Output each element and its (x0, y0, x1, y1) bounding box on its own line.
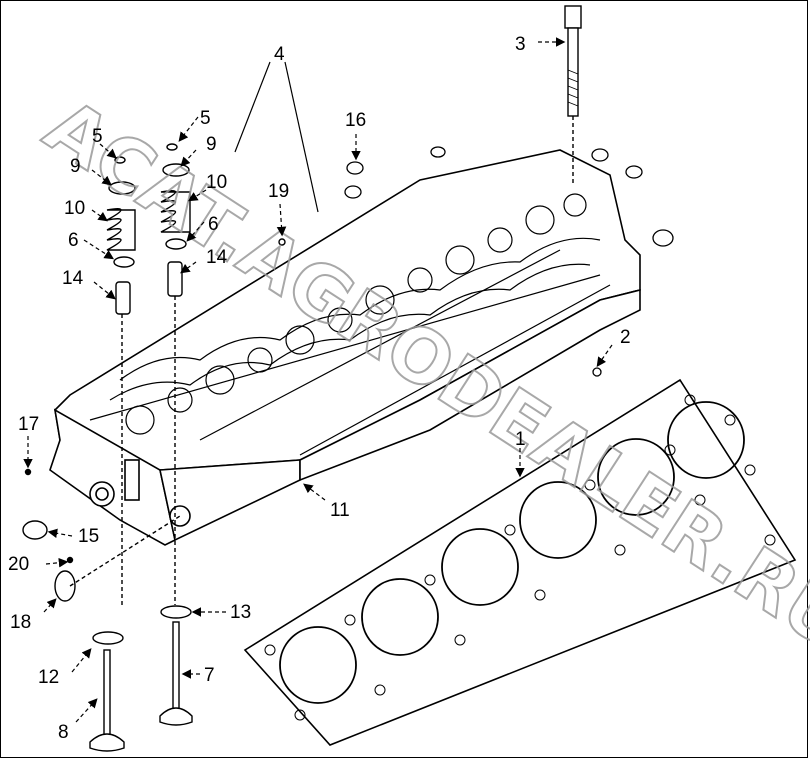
callout-11: 11 (330, 500, 350, 521)
callout-16: 16 (345, 110, 366, 131)
cylinder-head (49, 149, 641, 546)
valve-spring-assembly-left (106, 156, 136, 605)
callout-labels: 1 2 3 4 5 5 6 6 7 8 9 9 10 10 11 12 13 1… (8, 34, 631, 743)
callout-5-left: 5 (92, 126, 103, 147)
callout-6-right: 6 (208, 214, 219, 235)
callout-3: 3 (515, 34, 526, 55)
callout-10-left: 10 (64, 198, 85, 219)
intake-valve (89, 631, 125, 752)
callout-15: 15 (78, 526, 99, 547)
callout-13: 13 (230, 602, 251, 623)
callout-10-right: 10 (206, 172, 227, 193)
small-parts (22, 238, 286, 602)
callout-8: 8 (58, 722, 69, 743)
callout-9-right: 9 (206, 134, 217, 155)
head-bolt (564, 5, 582, 185)
callout-14-right: 14 (206, 247, 228, 268)
exhaust-valve (159, 605, 193, 726)
callout-12: 12 (38, 667, 59, 688)
callout-2: 2 (620, 327, 631, 348)
callout-19: 19 (268, 181, 289, 202)
valve-spring-assembly-right (160, 143, 191, 605)
callout-6-left: 6 (68, 230, 79, 251)
callout-5-right: 5 (200, 108, 211, 129)
callout-20: 20 (8, 554, 29, 575)
leader-lines (23, 37, 613, 723)
callout-17: 17 (18, 414, 39, 435)
head-gasket (243, 378, 797, 746)
callout-9-left: 9 (70, 156, 81, 177)
callout-18: 18 (10, 612, 31, 633)
valve-caps (344, 146, 674, 377)
callout-14-left: 14 (62, 268, 84, 289)
callout-1: 1 (515, 429, 526, 450)
callout-4: 4 (274, 44, 285, 65)
callout-7: 7 (204, 665, 215, 686)
